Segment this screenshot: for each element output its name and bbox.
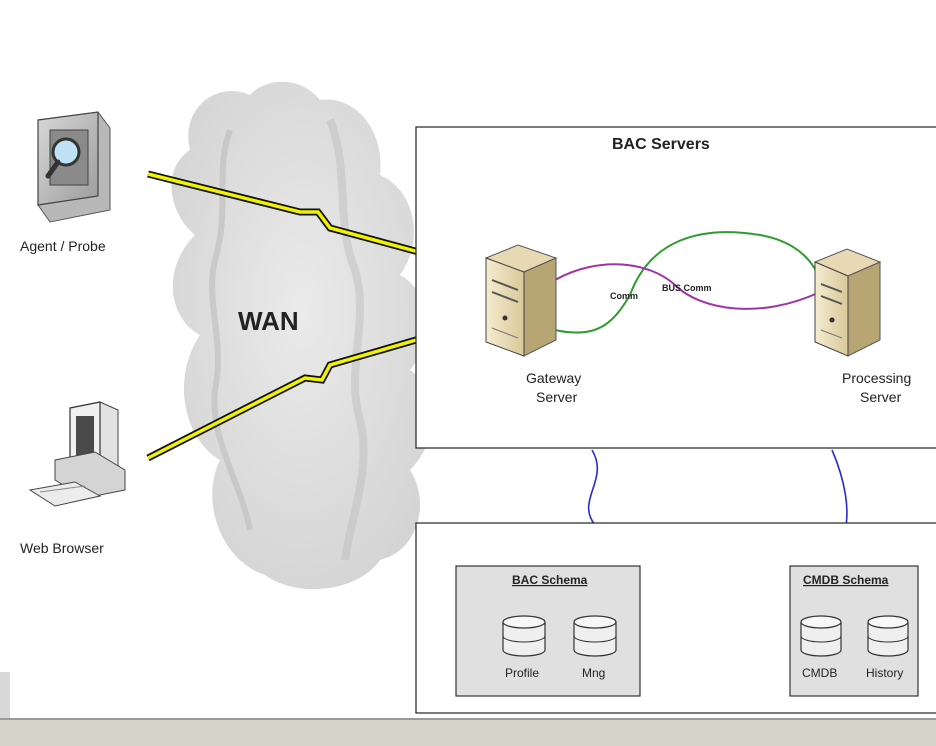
- mng-db-icon: [573, 615, 617, 657]
- gateway-label-2: Server: [536, 389, 578, 405]
- agent-link: [147, 170, 479, 272]
- profile-db-icon: [502, 615, 546, 657]
- gateway-server-icon: [484, 244, 558, 357]
- comm-label: Comm: [610, 291, 638, 301]
- cmdb-schema-title: CMDB Schema: [803, 573, 889, 587]
- processing-server-icon: [813, 248, 882, 357]
- history-db-icon: [867, 615, 909, 657]
- mng-db-label: Mng: [582, 666, 605, 680]
- gateway-label-1: Gateway: [526, 370, 581, 386]
- web-browser-icon: [28, 401, 126, 507]
- bac-servers-title: BAC Servers: [612, 136, 710, 153]
- left-edge-strip: [0, 672, 10, 718]
- processing-label-1: Processing: [842, 370, 911, 386]
- profile-db-label: Profile: [505, 666, 539, 680]
- footer-bar: [0, 718, 936, 746]
- comm-line-purple: [554, 263, 821, 310]
- web-browser-label: Web Browser: [20, 540, 104, 556]
- cmdb-db-icon: [800, 615, 842, 657]
- bus-comm-label: BUS Comm: [662, 283, 712, 293]
- processing-label-2: Server: [860, 389, 902, 405]
- agent-probe-label: Agent / Probe: [20, 238, 106, 254]
- wan-label: WAN: [238, 306, 299, 336]
- browser-link: [146, 318, 479, 462]
- comm-line-green: [554, 231, 821, 334]
- wan-cloud: [171, 81, 433, 590]
- bac-schema-title: BAC Schema: [512, 573, 588, 587]
- history-db-label: History: [866, 666, 903, 680]
- agent-probe-icon: [37, 111, 111, 223]
- cmdb-db-label: CMDB: [802, 666, 837, 680]
